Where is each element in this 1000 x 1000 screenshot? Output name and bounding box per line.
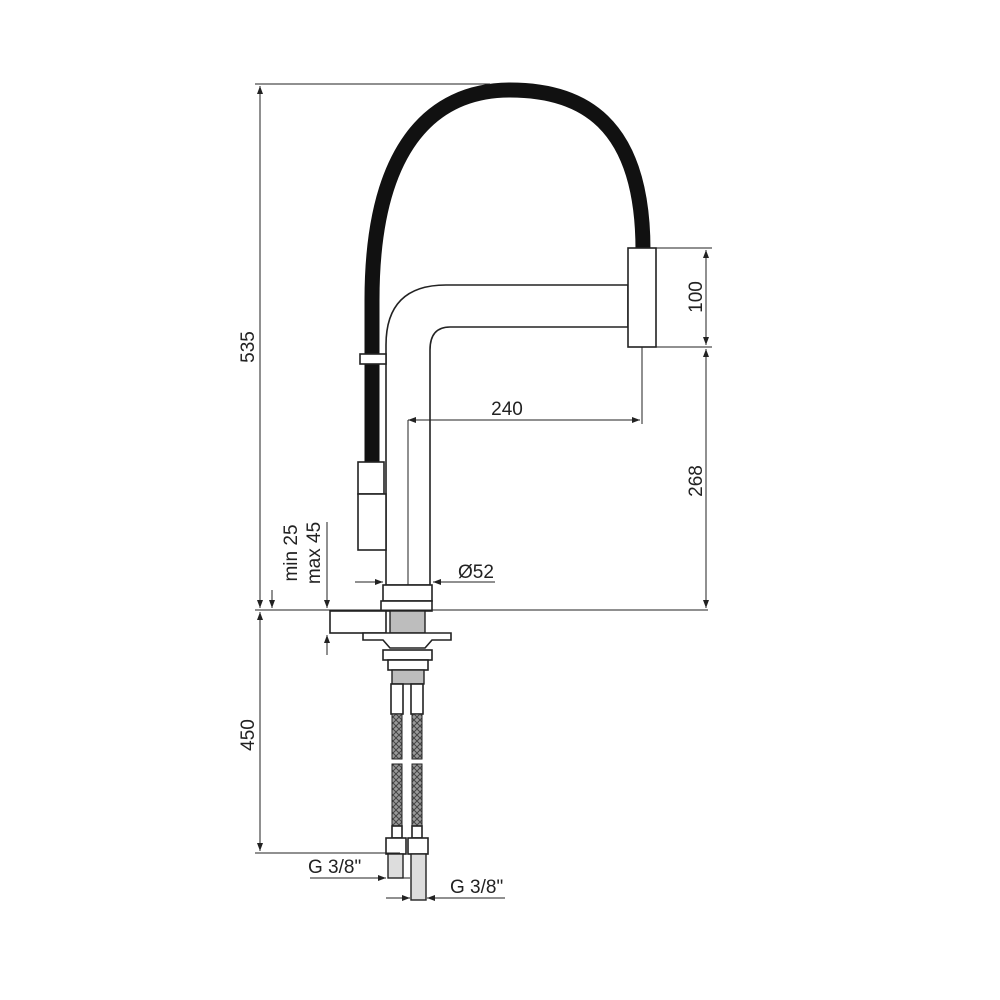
- dim-deck-min: min 25: [281, 524, 302, 581]
- countertop: [329, 610, 387, 634]
- dim-connection-left: G 3/8": [308, 857, 361, 878]
- spray-handle: [357, 461, 385, 495]
- fixing-nut: [382, 649, 433, 661]
- mounting-flange: [362, 632, 452, 649]
- dim-total-height: 535: [238, 331, 259, 363]
- spout-body: [385, 284, 629, 586]
- flex-hoses: [385, 683, 429, 901]
- pull-out-hose: [364, 82, 651, 465]
- threaded-shank: [389, 610, 426, 634]
- dim-head-height: 100: [686, 281, 707, 313]
- spout-head: [627, 247, 657, 348]
- base-collar: [382, 584, 433, 602]
- dim-spout-height: 268: [686, 465, 707, 497]
- dim-hose-length: 450: [238, 719, 259, 751]
- dim-spout-reach: 240: [491, 399, 523, 420]
- thread-lower: [391, 669, 425, 685]
- dim-deck-max: max 45: [304, 522, 325, 584]
- spray-handle-body: [357, 493, 387, 551]
- hose-guide-ring: [359, 353, 387, 365]
- nut-lower: [387, 659, 429, 671]
- dim-body-diameter: Ø52: [458, 562, 494, 583]
- dim-connection-right: G 3/8": [450, 877, 503, 898]
- dimension-lines: [255, 83, 712, 901]
